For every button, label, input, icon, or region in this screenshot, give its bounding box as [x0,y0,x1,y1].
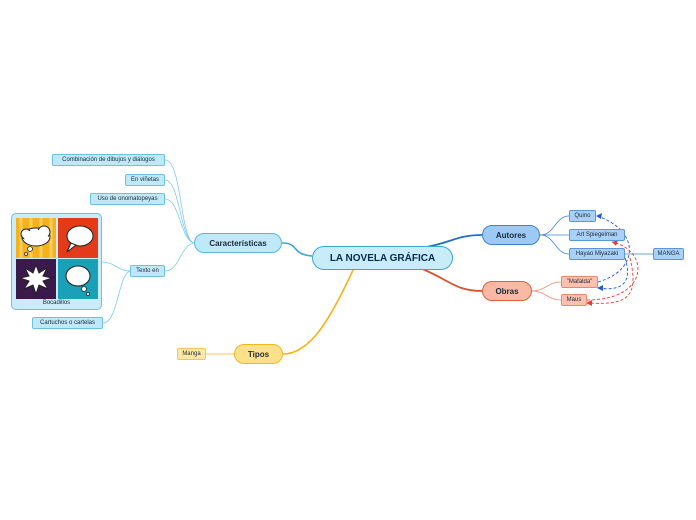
branch-autores[interactable]: Autores [482,225,540,245]
leaf-spiegelman[interactable]: Art Spiegelman [569,229,625,241]
branch-caracteristicas-label: Características [209,239,266,248]
leaf-spiegelman-label: Art Spiegelman [576,232,617,238]
leaf-quino[interactable]: Quino [569,210,596,222]
branch-tipos[interactable]: Tipos [234,344,283,364]
connector-obras [420,268,482,291]
connector-leaf-3 [165,199,194,243]
leaf-onomatopeyas[interactable]: Uso de onomatopeyas [90,193,165,205]
bocadillos-caption: Bocadillos [12,300,101,306]
bubble-tile-cloud [16,218,56,258]
connector-leaf-4 [165,243,194,271]
leaf-manga-label: Manga [182,351,200,357]
cloud-bubble-icon [16,218,56,258]
connector-work-1 [532,282,561,291]
leaf-cartuchos-label: Cartuchos o cartelas [40,320,95,326]
leaf-onomatopeyas-label: Uso de onomatopeyas [97,196,157,202]
relation-miyazaki-mafalda [598,258,628,289]
burst-bubble-icon [16,259,56,299]
leaf-vinetas[interactable]: En viñetas [125,174,165,186]
leaf-texto-en-label: Texto en [136,268,159,274]
connector-author-1 [540,216,569,235]
connector-caracteristicas [282,243,312,256]
connector-tipos [283,268,354,354]
bubble-tile-thought [58,259,98,299]
leaf-mafalda-label: "Mafalda" [567,279,593,285]
connector-image [102,262,130,271]
thought-bubble-icon [58,259,98,299]
connector-work-2 [532,291,561,300]
branch-caracteristicas[interactable]: Características [194,233,282,253]
leaf-maus-label: Maus [567,297,582,303]
speech-bubble-icon [58,218,98,258]
relation-arrowhead-quino [596,213,602,219]
leaf-manga[interactable]: Manga [177,348,206,360]
connector-author-3 [540,235,569,254]
leaf-vinetas-label: En viñetas [131,177,159,183]
leaf-combinacion-label: Combinación de dibujos y diálogos [62,157,155,163]
bocadillos-image-node[interactable]: Bocadillos [11,213,102,310]
branch-obras-label: Obras [495,287,518,296]
leaf-maus[interactable]: Maus [561,294,587,306]
central-topic[interactable]: LA NOVELA GRÁFICA [312,246,453,270]
bubble-tile-speech-red [58,218,98,258]
leaf-manga-tag-label: MANGA [657,251,679,257]
leaf-miyazaki-label: Hayao Miyazaki [576,251,618,257]
leaf-miyazaki[interactable]: Hayao Miyazaki [569,248,625,260]
connector-leaf-1 [165,160,194,243]
central-topic-label: LA NOVELA GRÁFICA [330,253,435,264]
leaf-quino-label: Quino [574,213,590,219]
leaf-cartuchos[interactable]: Cartuchos o cartelas [32,317,103,329]
leaf-manga-tag[interactable]: MANGA [653,248,684,260]
bubble-tile-burst [16,259,56,299]
branch-obras[interactable]: Obras [482,281,532,301]
leaf-mafalda[interactable]: "Mafalda" [561,276,598,288]
leaf-texto-en[interactable]: Texto en [130,265,165,277]
connector-leaf-5 [103,271,130,323]
branch-tipos-label: Tipos [248,350,269,359]
connector-leaf-2 [165,180,194,243]
branch-autores-label: Autores [496,231,526,240]
leaf-combinacion[interactable]: Combinación de dibujos y diálogos [52,154,165,166]
